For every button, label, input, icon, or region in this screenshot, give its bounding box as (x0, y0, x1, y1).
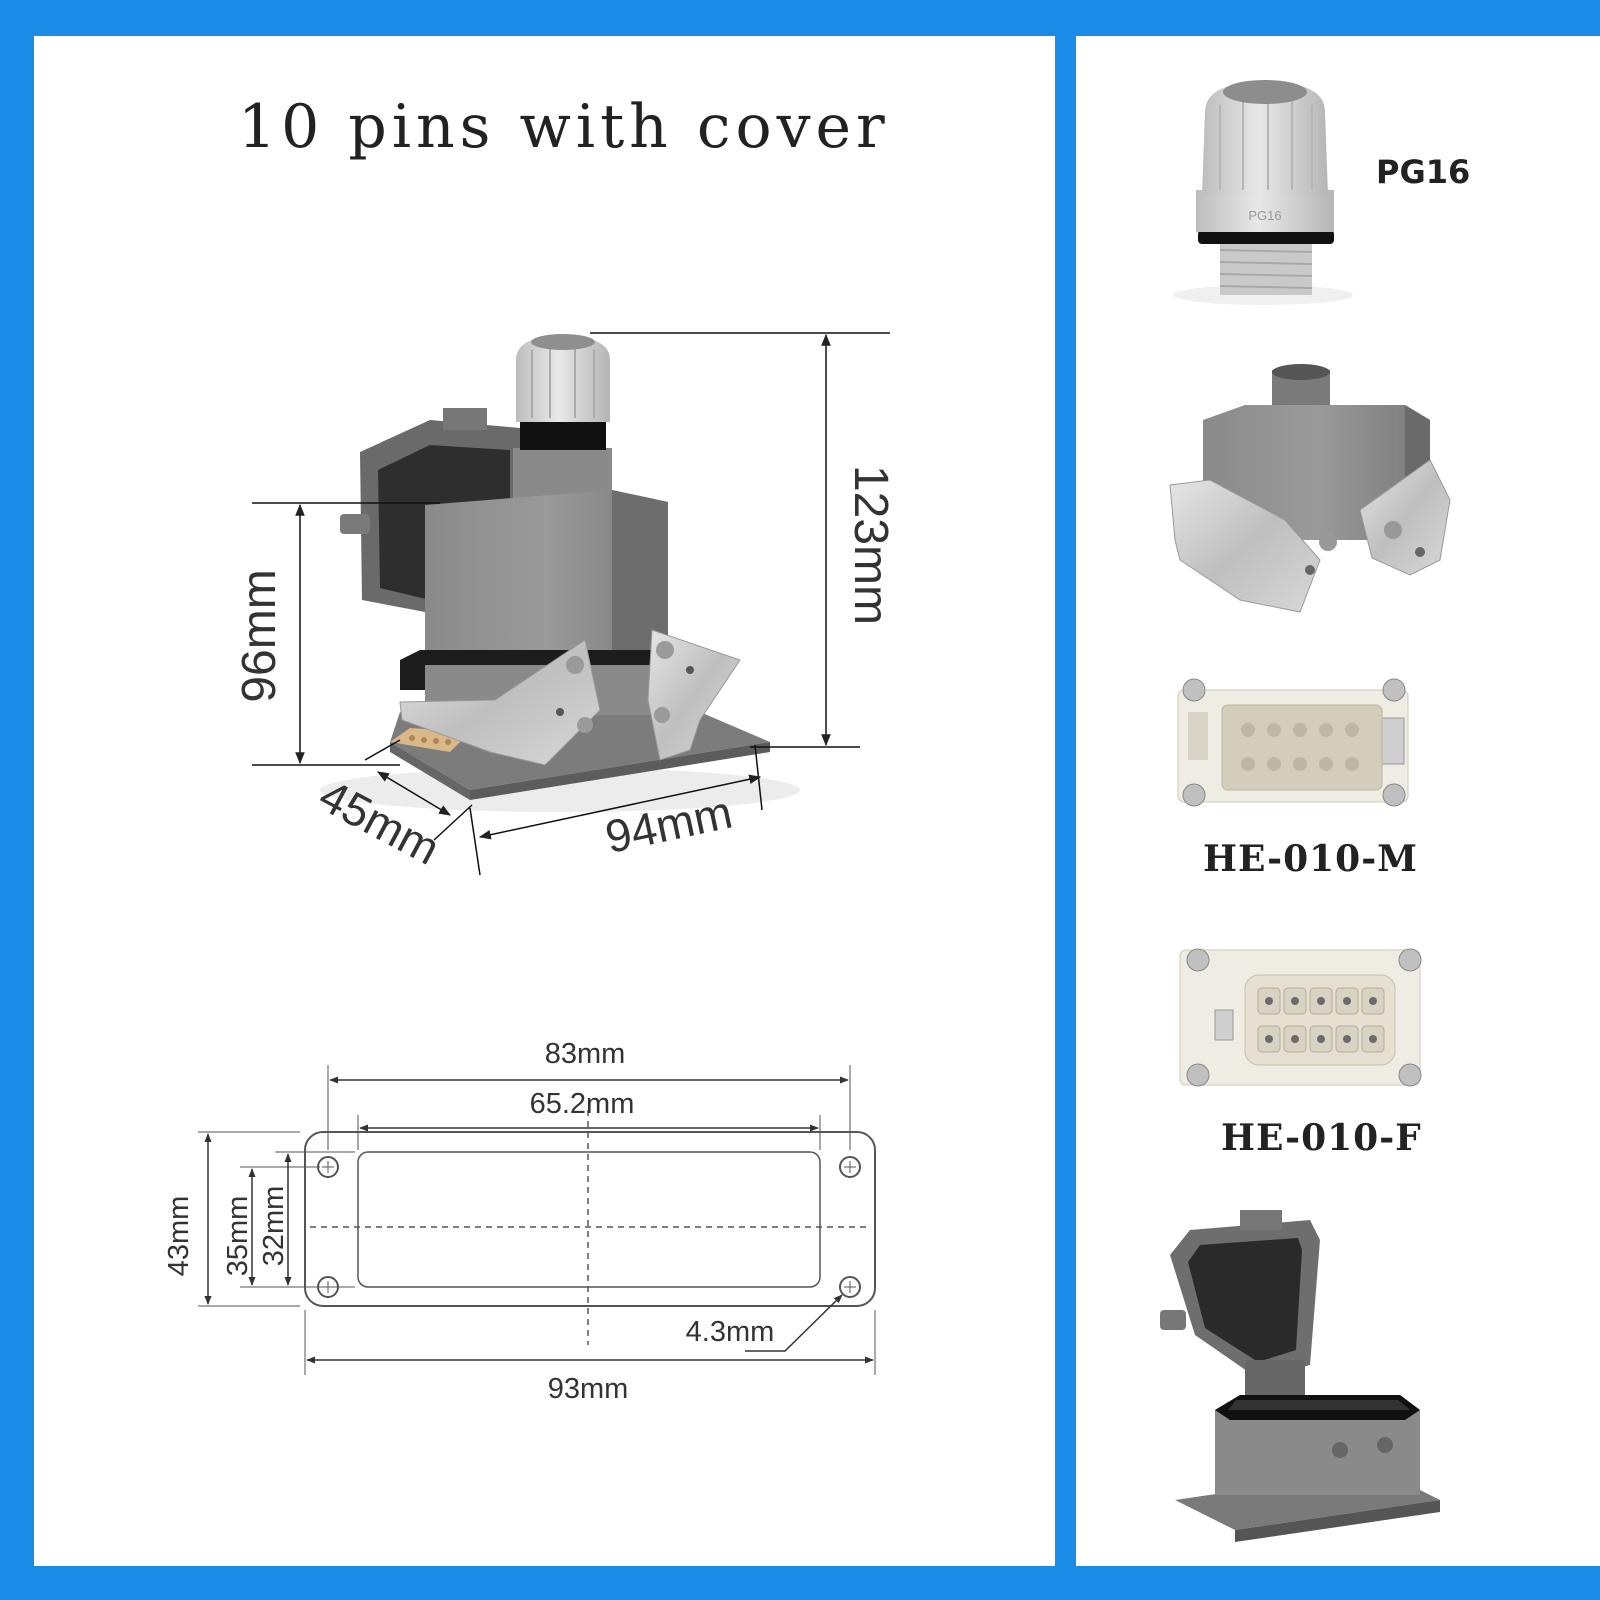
pg16-label: PG16 (1376, 153, 1471, 191)
housing-with-levers-image (1169, 364, 1451, 613)
mounting-hole-br (839, 1276, 861, 1298)
base-with-open-cover-image (1160, 1210, 1440, 1542)
pg16-gland-image: PG16 (1173, 80, 1353, 305)
male-insert-image (1177, 678, 1409, 807)
connector-assembly-image (320, 334, 800, 812)
female-insert-label: HE-010-F (1221, 1117, 1422, 1159)
dim-height-body: 96mm (233, 569, 286, 702)
page-title: 10 pins with cover (238, 92, 890, 162)
dim-32mm: 32mm (258, 1186, 290, 1267)
dim-93mm: 93mm (548, 1373, 629, 1405)
base-technical-drawing (198, 1065, 876, 1375)
locking-lever-right (647, 629, 741, 761)
dim-43mm: 43mm (163, 1196, 195, 1277)
dim-4-3mm: 4.3mm (686, 1316, 775, 1348)
male-insert-label: HE-010-M (1203, 838, 1418, 880)
cable-gland (516, 334, 610, 450)
mounting-hole-tr (839, 1156, 861, 1178)
dim-height-total: 123mm (844, 465, 897, 625)
dim-83mm: 83mm (545, 1038, 626, 1070)
female-insert-image (1179, 948, 1422, 1087)
locking-lever-left (399, 639, 601, 766)
dim-35mm: 35mm (222, 1196, 254, 1277)
product-dimension-lines (252, 332, 890, 876)
dim-65-2mm: 65.2mm (530, 1088, 635, 1120)
gland-embossed-marking: PG16 (1248, 208, 1281, 223)
